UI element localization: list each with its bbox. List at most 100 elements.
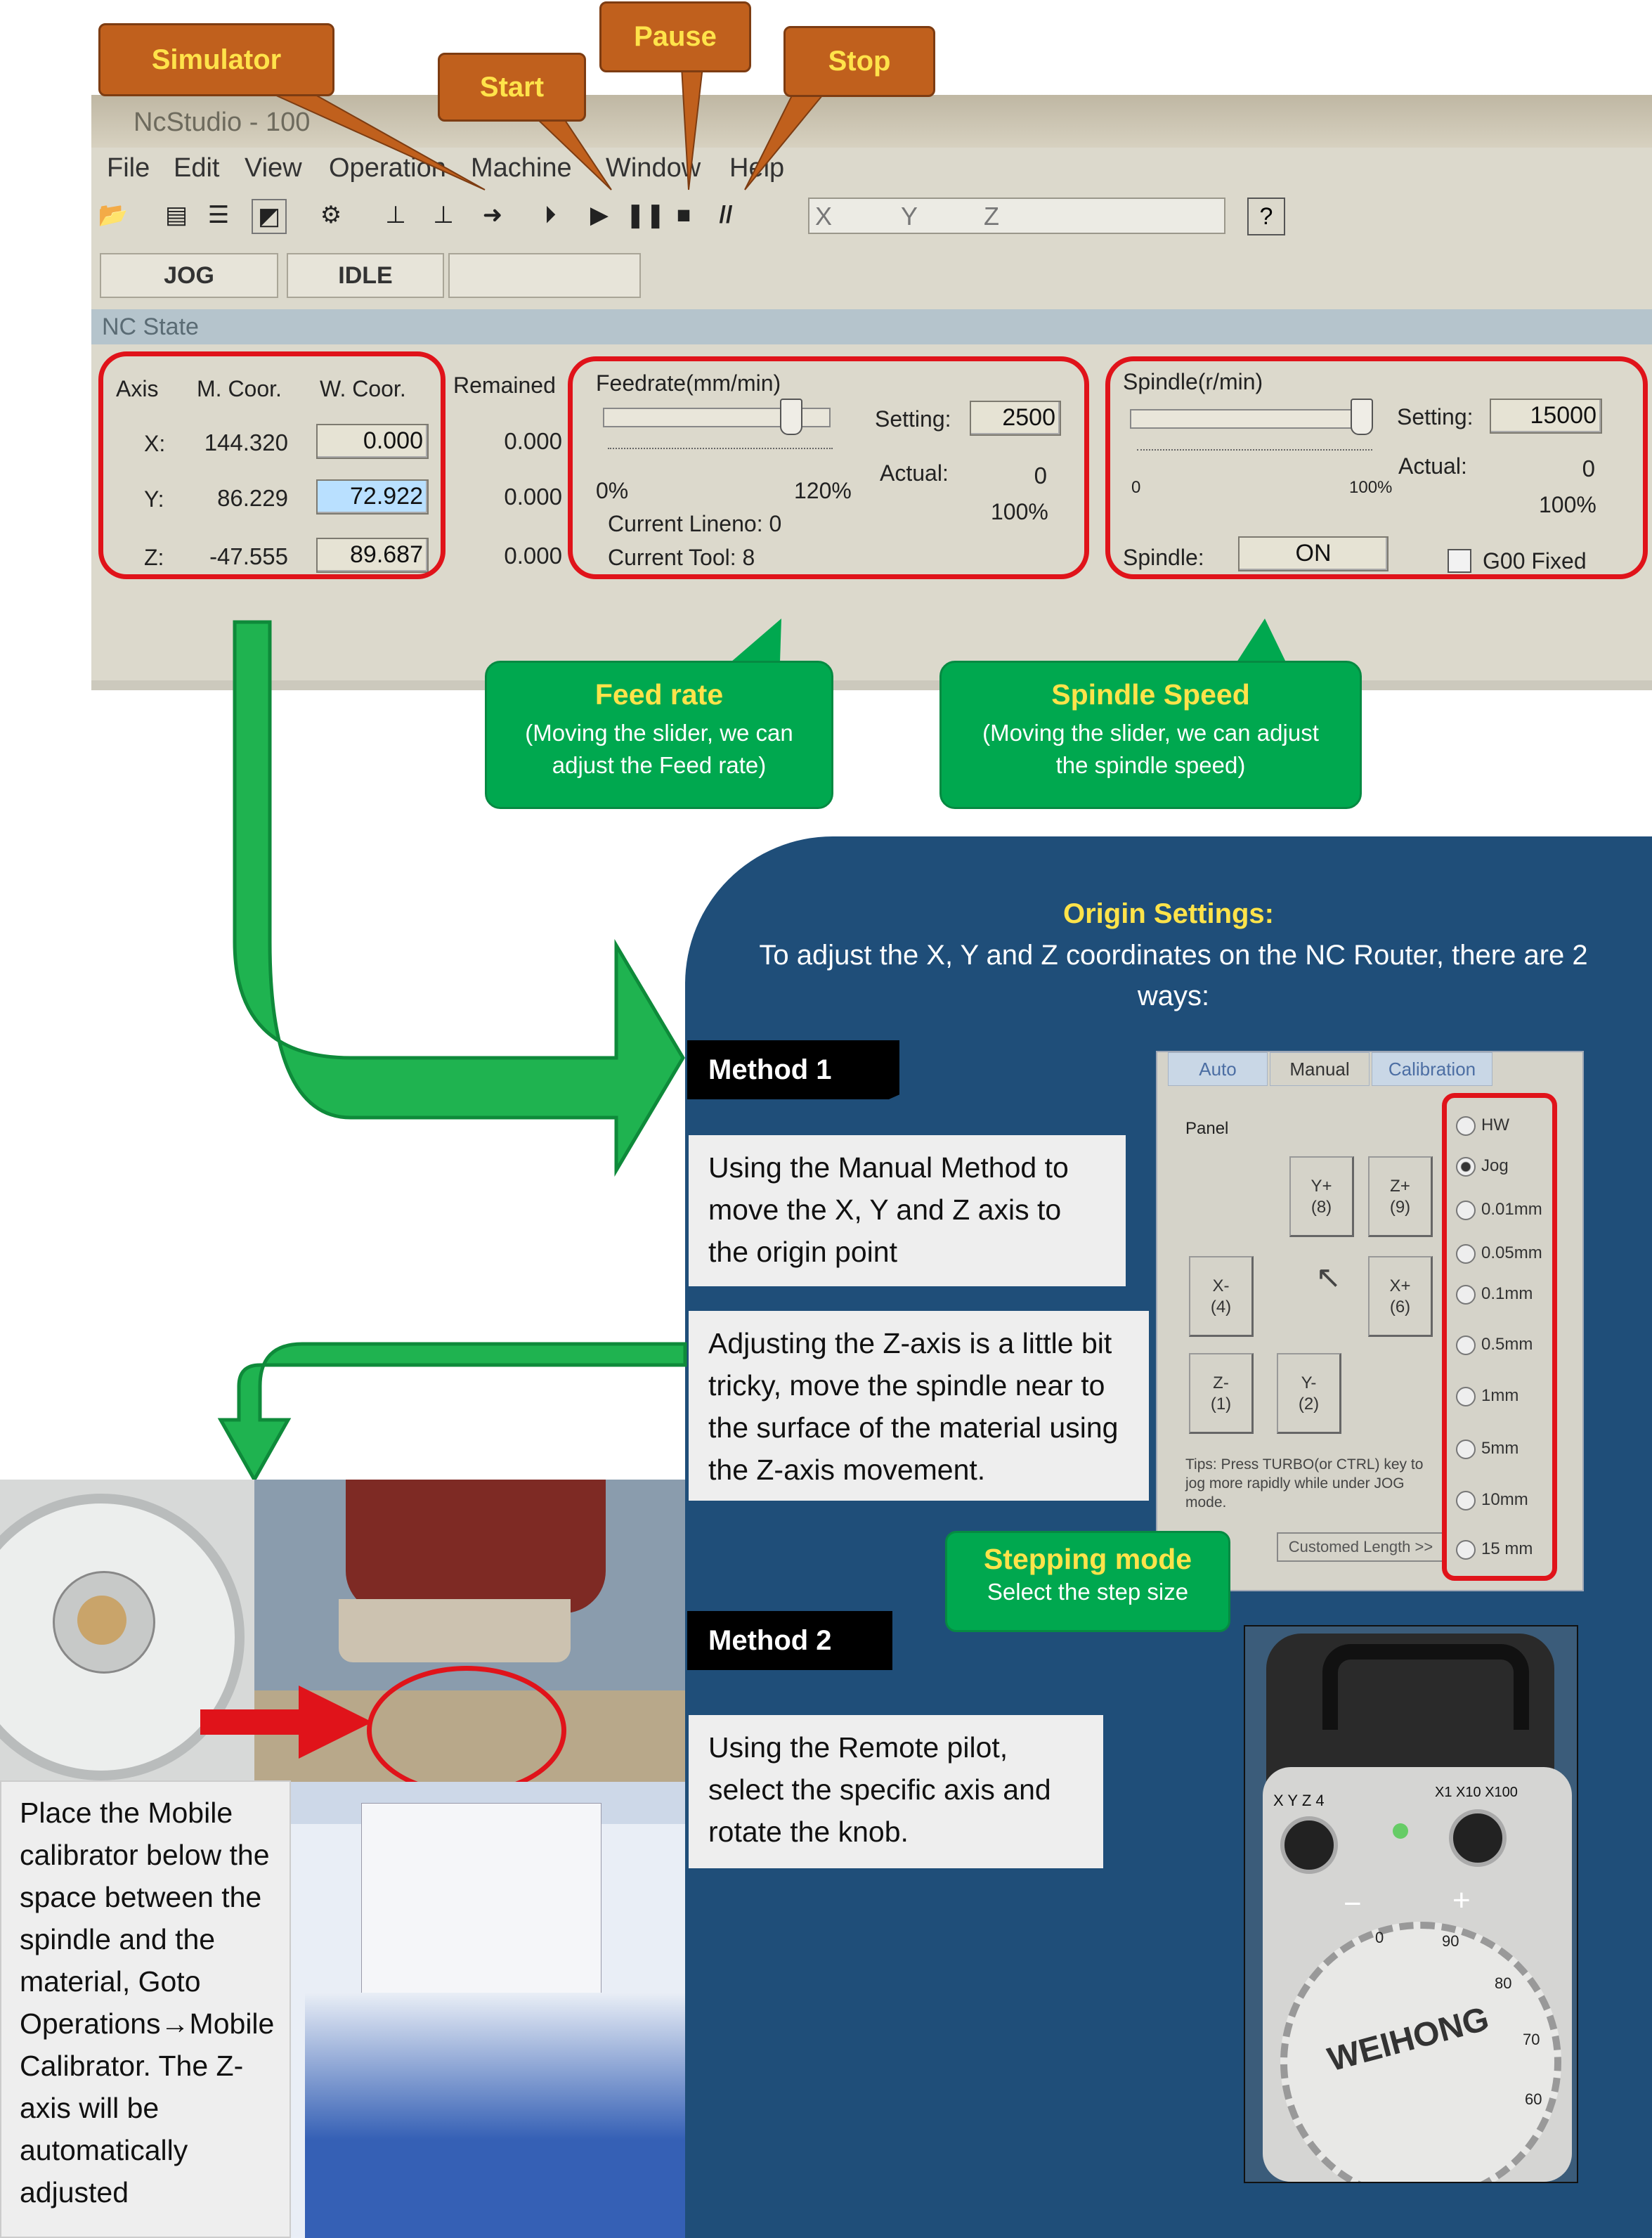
mode-0-01mm[interactable]: 0.01mm [1456, 1200, 1542, 1220]
mode-0-05mm[interactable]: 0.05mm [1456, 1243, 1542, 1264]
header-remained: Remained [453, 373, 556, 398]
open-file-icon[interactable]: 📂 [98, 202, 129, 228]
help-button[interactable]: ? [1247, 198, 1285, 235]
handwheel-icon[interactable]: ⚙ [320, 202, 342, 228]
tab-jog[interactable]: JOG [100, 253, 278, 298]
menu-machine[interactable]: Machine [471, 153, 572, 183]
feedrate-setting[interactable]: 2500 [970, 401, 1061, 436]
mode-hw[interactable]: HW [1456, 1115, 1509, 1136]
origin-settings-desc: To adjust the X, Y and Z coordinates on … [759, 940, 1588, 1011]
menu-view[interactable]: View [245, 153, 302, 183]
edit-file-icon[interactable]: ▤ [164, 202, 188, 228]
spindle-min: 0 [1131, 478, 1141, 497]
spindle-speed-callout: Spindle Speed (Moving the slider, we can… [939, 661, 1362, 809]
axis-z: Z: [144, 545, 164, 570]
simulator-icon[interactable]: ⊥ [433, 202, 454, 228]
dial-number-60: 60 [1525, 2090, 1542, 2108]
feedrate-actual: 0 [1034, 463, 1047, 489]
tab-idle[interactable]: IDLE [287, 253, 444, 298]
mode-5mm[interactable]: 5mm [1456, 1439, 1518, 1459]
feedrate-title: Feedrate(mm/min) [596, 370, 781, 396]
feedrate-ticks [608, 438, 833, 449]
w-coor-x[interactable]: 0.000 [316, 424, 429, 459]
nc-state-header: NC State [91, 309, 1652, 344]
spindle-slider-thumb[interactable] [1351, 399, 1373, 435]
jog-z-minus-button[interactable]: Z-(1) [1189, 1353, 1254, 1434]
tab-manual[interactable]: Manual [1270, 1052, 1370, 1086]
stepping-mode-callout: Stepping mode Select the step size [945, 1531, 1230, 1632]
g00-fixed-checkbox[interactable] [1448, 549, 1471, 573]
calibrator-contact [77, 1596, 126, 1645]
simulator-callout: Simulator [98, 23, 334, 96]
m-coor-z: -47.555 [209, 543, 288, 569]
manual-jog-panel: Auto Manual Calibration Panel Y+(8) Z+(9… [1156, 1051, 1584, 1591]
g00-fixed-label: G00 Fixed [1483, 548, 1587, 574]
mode-tabs: JOG IDLE [91, 246, 1652, 299]
stepping-mode-title: Stepping mode [983, 1543, 1192, 1575]
reset-icon[interactable]: // [719, 202, 733, 228]
mode-0-1mm[interactable]: 0.1mm [1456, 1284, 1533, 1305]
nc-state-label: NC State [102, 313, 199, 340]
step-icon[interactable]: ⏵ [544, 202, 557, 228]
mobile-calibrator-note: Place the Mobile calibrator below the sp… [0, 1780, 291, 2238]
coords-highlight [98, 351, 445, 579]
feedrate-max: 120% [794, 478, 852, 503]
spindle-setting[interactable]: 15000 [1490, 399, 1602, 434]
jog-x-plus-button[interactable]: X+(6) [1368, 1256, 1433, 1337]
spindle-head [346, 1480, 606, 1613]
origin-settings-title: Origin Settings: [1063, 898, 1274, 929]
handwheel-photo: X Y Z 4 X1 X10 X100 − + WEIHONG 0 90 80 … [1244, 1625, 1578, 2183]
jog-y-minus-button[interactable]: Y-(2) [1277, 1353, 1341, 1434]
method-2-label: Method 2 [687, 1611, 892, 1670]
track-view-icon[interactable]: ◩ [252, 199, 287, 234]
spindle-speed-callout-title: Spindle Speed [1051, 678, 1250, 711]
mode-1mm[interactable]: 1mm [1456, 1386, 1518, 1406]
list-icon[interactable]: ☰ [207, 202, 230, 228]
window-title: NcStudio - 100 [134, 108, 311, 137]
spindle-percent: 100% [1539, 492, 1596, 517]
method-2-text: Using the Remote pilot, select the speci… [689, 1715, 1103, 1868]
screenshot-gradient [305, 1993, 685, 2238]
simulation-run-icon[interactable]: ➜ [482, 202, 503, 228]
spindle-on-button[interactable]: ON [1238, 536, 1388, 571]
tab-auto[interactable]: Auto [1168, 1052, 1268, 1086]
step-knob[interactable] [1449, 1809, 1507, 1867]
axis-labels: X Y Z 4 [1273, 1792, 1325, 1809]
feedrate-highlight [568, 356, 1089, 579]
method-1-label: Method 1 [687, 1040, 899, 1099]
w-coor-z[interactable]: 89.687 [316, 538, 429, 573]
spindle-slider-track[interactable] [1130, 409, 1372, 429]
plus-label: + [1452, 1883, 1471, 1917]
stop-icon[interactable]: ■ [676, 202, 691, 228]
pause-callout: Pause [599, 1, 751, 72]
jog-y-plus-button[interactable]: Y+(8) [1289, 1156, 1354, 1237]
feedrate-setting-label: Setting: [875, 406, 951, 432]
mode-15mm[interactable]: 15 mm [1456, 1539, 1533, 1560]
ncstudio-window: NcStudio - 100 File Edit View Operation … [91, 95, 1652, 689]
mode-jog[interactable]: Jog [1456, 1156, 1509, 1177]
coordinate-box: X Y Z [808, 198, 1225, 234]
start-icon[interactable]: ▶ [590, 202, 609, 228]
menu-edit[interactable]: Edit [174, 153, 220, 183]
mode-0-5mm[interactable]: 0.5mm [1456, 1335, 1533, 1355]
handwheel-dial[interactable] [1280, 1922, 1561, 2182]
panel-label: Panel [1185, 1119, 1229, 1138]
jog-z-plus-button[interactable]: Z+(9) [1368, 1156, 1433, 1237]
jog-x-minus-button[interactable]: X-(4) [1189, 1256, 1254, 1337]
tab-calibration[interactable]: Calibration [1372, 1052, 1492, 1086]
machine-icon[interactable]: ⊥ [385, 202, 406, 228]
mode-10mm[interactable]: 10mm [1456, 1490, 1528, 1511]
menu-file[interactable]: File [107, 153, 150, 183]
menu-window[interactable]: Window [606, 153, 701, 183]
current-lineno: Current Lineno: 0 [608, 511, 782, 536]
remained-x: 0.000 [504, 428, 562, 454]
toolbar: 📂 ▤ ☰ ◩ ⚙ ⊥ ⊥ ➜ ⏵ ▶ ❚❚ ■ // X Y Z ? [91, 193, 1652, 242]
customed-length-button[interactable]: Customed Length >> [1277, 1532, 1445, 1562]
m-coor-y: 86.229 [217, 485, 288, 511]
panel-tips: Tips: Press TURBO(or CTRL) key to jog mo… [1185, 1456, 1424, 1511]
spindle-title: Spindle(r/min) [1123, 369, 1263, 394]
w-coor-y[interactable]: 72.922 [316, 479, 429, 515]
axis-knob[interactable] [1280, 1816, 1338, 1874]
feedrate-slider-thumb[interactable] [780, 399, 802, 435]
